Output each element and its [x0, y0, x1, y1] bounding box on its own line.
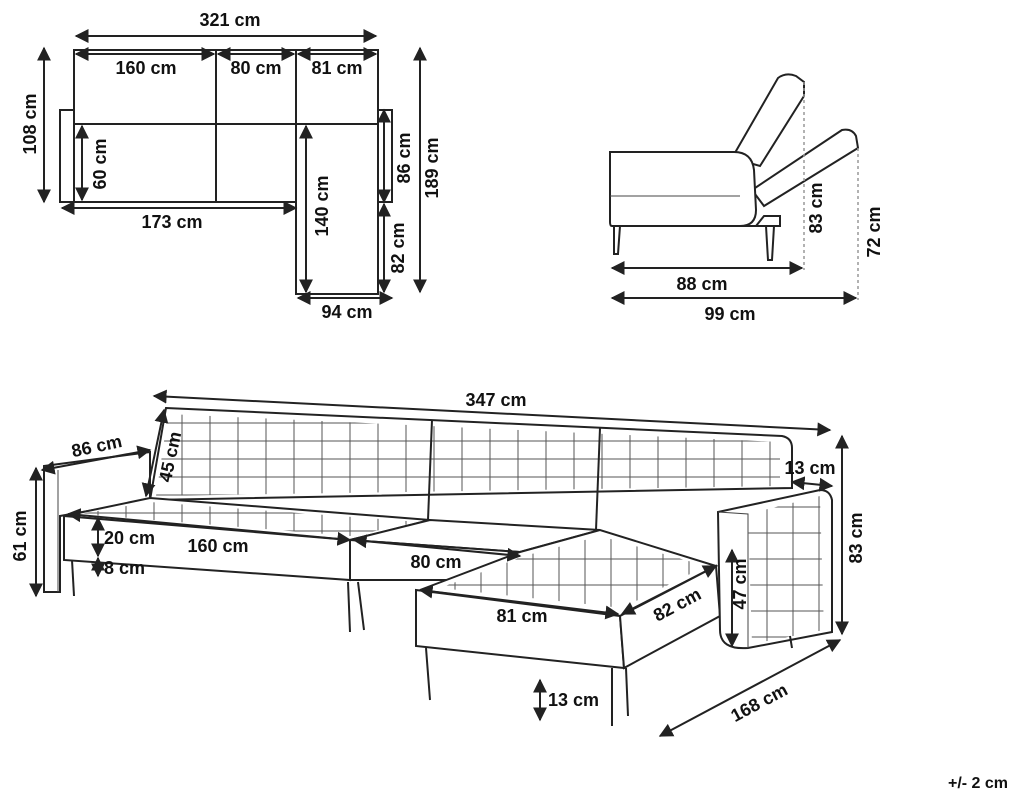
label-top-seat-depth: 60 cm — [90, 138, 110, 189]
side-backrest-upright — [730, 73, 805, 168]
label-persp-seat-a: 160 cm — [187, 536, 248, 556]
side-view: 88 cm 99 cm 83 cm 72 cm — [609, 73, 884, 324]
side-base — [612, 215, 781, 227]
label-side-height-reclined: 72 cm — [864, 206, 884, 257]
label-persp-leg-height: 13 cm — [548, 690, 599, 710]
side-seat — [609, 151, 758, 227]
label-persp-leg-gap: 8 cm — [104, 558, 145, 578]
label-top-seat-c: 81 cm — [311, 58, 362, 78]
label-persp-arm-width: 13 cm — [784, 458, 835, 478]
label-side-depth-upright: 88 cm — [676, 274, 727, 294]
label-top-seat-a: 160 cm — [115, 58, 176, 78]
label-top-chaise-length: 140 cm — [312, 175, 332, 236]
label-persp-seat-thickness: 20 cm — [104, 528, 155, 548]
label-side-depth-reclined: 99 cm — [704, 304, 755, 324]
label-top-bottom-width: 173 cm — [141, 212, 202, 232]
label-top-arm-width-lower: 82 cm — [388, 222, 408, 273]
top-view: 321 cm 160 cm 80 cm 81 cm 108 cm 60 cm 1… — [20, 10, 442, 322]
label-top-total-width: 321 cm — [199, 10, 260, 30]
perspective-view: 347 cm 86 cm 45 cm 13 cm 61 cm 83 cm 20 … — [10, 389, 866, 737]
label-top-chaise-width: 94 cm — [321, 302, 372, 322]
side-leg-back — [764, 225, 776, 261]
label-persp-height-total: 83 cm — [846, 512, 866, 563]
label-persp-chaise-front: 81 cm — [496, 606, 547, 626]
tolerance-note: +/- 2 cm — [948, 775, 1008, 792]
side-backrest-reclined — [750, 128, 860, 208]
label-top-arm-depth: 86 cm — [394, 132, 414, 183]
top-chaise — [295, 123, 379, 295]
label-persp-arm-height: 47 cm — [730, 558, 750, 609]
label-persp-chaise-depth: 168 cm — [728, 680, 791, 726]
label-persp-height-arm: 61 cm — [10, 510, 30, 561]
label-persp-total-width: 347 cm — [465, 390, 526, 410]
top-left-arm — [59, 109, 75, 203]
label-persp-seat-b: 80 cm — [410, 552, 461, 572]
label-top-depth: 108 cm — [20, 93, 40, 154]
label-top-total-length: 189 cm — [422, 137, 442, 198]
label-side-height-upright: 83 cm — [806, 182, 826, 233]
side-leg-front — [613, 225, 622, 255]
label-top-seat-b: 80 cm — [230, 58, 281, 78]
